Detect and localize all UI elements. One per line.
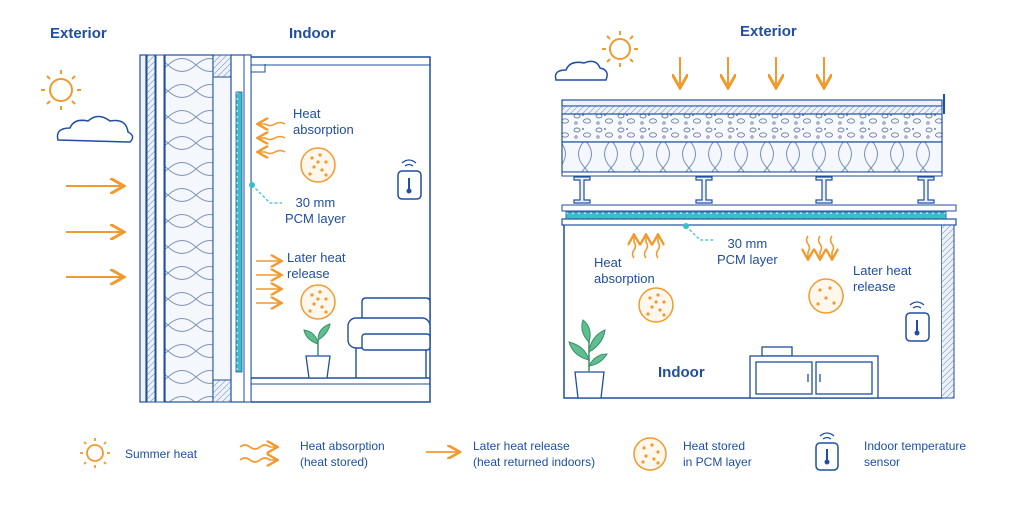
legend-indoor-sensor-line-2: sensor — [864, 455, 901, 469]
cabinet-icon — [749, 346, 879, 399]
roof-release-line-1: Later heat — [853, 263, 912, 278]
legend-icons — [80, 432, 839, 471]
roof-absorption-label: Heat absorption — [594, 255, 655, 287]
exterior-heat-arrows — [66, 186, 122, 277]
roof-pcm-layer — [565, 211, 947, 220]
thermometer-wifi-icon — [815, 432, 839, 471]
legend-heat-stored-line-2: in PCM layer — [683, 455, 752, 469]
legend-heat-absorption-line-2: (heat stored) — [300, 455, 369, 469]
roof-pcm-line-1: 30 mm — [727, 236, 768, 251]
thermometer-wifi-icon — [397, 159, 422, 200]
pcm-dots-icon — [300, 147, 336, 183]
pcm-dots-icon — [300, 284, 336, 320]
legend-summer-heat: Summer heat — [125, 447, 198, 461]
wall-release-line-1: Later heat — [287, 250, 346, 265]
plant-icon — [303, 323, 331, 379]
wall-release-arrows — [256, 261, 280, 303]
wall-release-label: Later heat release — [287, 250, 346, 282]
pcm-dots-icon — [638, 287, 674, 323]
wall-pcm-layer — [235, 91, 243, 373]
cloud-icon — [554, 60, 608, 81]
roof-release-label: Later heat release — [853, 263, 912, 295]
wall-exterior-label: Exterior — [50, 25, 107, 42]
roof-pcm-label: 30 mm PCM layer — [717, 236, 778, 268]
sun-icon — [602, 31, 638, 67]
roof-indoor-label: Indoor — [658, 364, 705, 381]
wall-absorption-line-1: Heat — [293, 106, 321, 121]
legend-heat-absorption-line-1: Heat absorption — [300, 439, 385, 453]
roof-exterior-label: Exterior — [740, 23, 797, 40]
wall-pcm-line-2: PCM layer — [285, 211, 346, 226]
legend-heat-absorption: Heat absorption (heat stored) — [300, 438, 385, 470]
wall-pcm-line-1: 30 mm — [295, 195, 336, 210]
roof-release-arrows — [807, 235, 834, 258]
wavy-arrows-icon — [239, 445, 276, 462]
sun-icon — [80, 438, 110, 468]
cloud-icon — [56, 115, 134, 143]
roof-insulation — [561, 141, 943, 173]
plant-icon — [568, 319, 608, 399]
roof-exterior-arrows — [680, 57, 824, 86]
roof-absorption-line-2: absorption — [594, 271, 655, 286]
legend-heat-stored: Heat stored in PCM layer — [683, 438, 752, 470]
roof-gravel — [561, 113, 943, 143]
sofa-icon — [347, 297, 431, 378]
thermometer-wifi-icon — [905, 301, 930, 342]
legend-indoor-sensor-line-1: Indoor temperature — [864, 439, 967, 453]
wall-absorption-line-2: absorption — [293, 122, 354, 137]
roof-diagram — [554, 31, 957, 399]
legend-later-release-line-2: (heat returned indoors) — [473, 455, 596, 469]
legend-heat-stored-line-1: Heat stored — [683, 439, 746, 453]
roof-beams — [573, 176, 935, 204]
legend-later-release: Later heat release (heat returned indoor… — [473, 438, 595, 470]
wall-release-line-2: release — [287, 266, 330, 281]
legend-later-release-line-1: Later heat release — [473, 439, 570, 453]
roof-absorption-arrows — [633, 236, 660, 259]
wall-diagram — [41, 54, 431, 403]
wall-pcm-label: 30 mm PCM layer — [285, 195, 346, 227]
roof-release-line-2: release — [853, 279, 896, 294]
pcm-dots-icon — [633, 437, 667, 471]
legend-indoor-sensor: Indoor temperature sensor — [864, 438, 966, 470]
roof-absorption-line-1: Heat — [594, 255, 622, 270]
wall-insulation — [164, 54, 214, 403]
sun-icon — [41, 70, 81, 110]
wall-absorption-label: Heat absorption — [293, 106, 354, 138]
wall-absorption-arrows — [259, 123, 286, 154]
wall-indoor-label: Indoor — [289, 25, 336, 42]
pcm-dots-icon — [808, 278, 844, 314]
roof-pcm-line-2: PCM layer — [717, 252, 778, 267]
